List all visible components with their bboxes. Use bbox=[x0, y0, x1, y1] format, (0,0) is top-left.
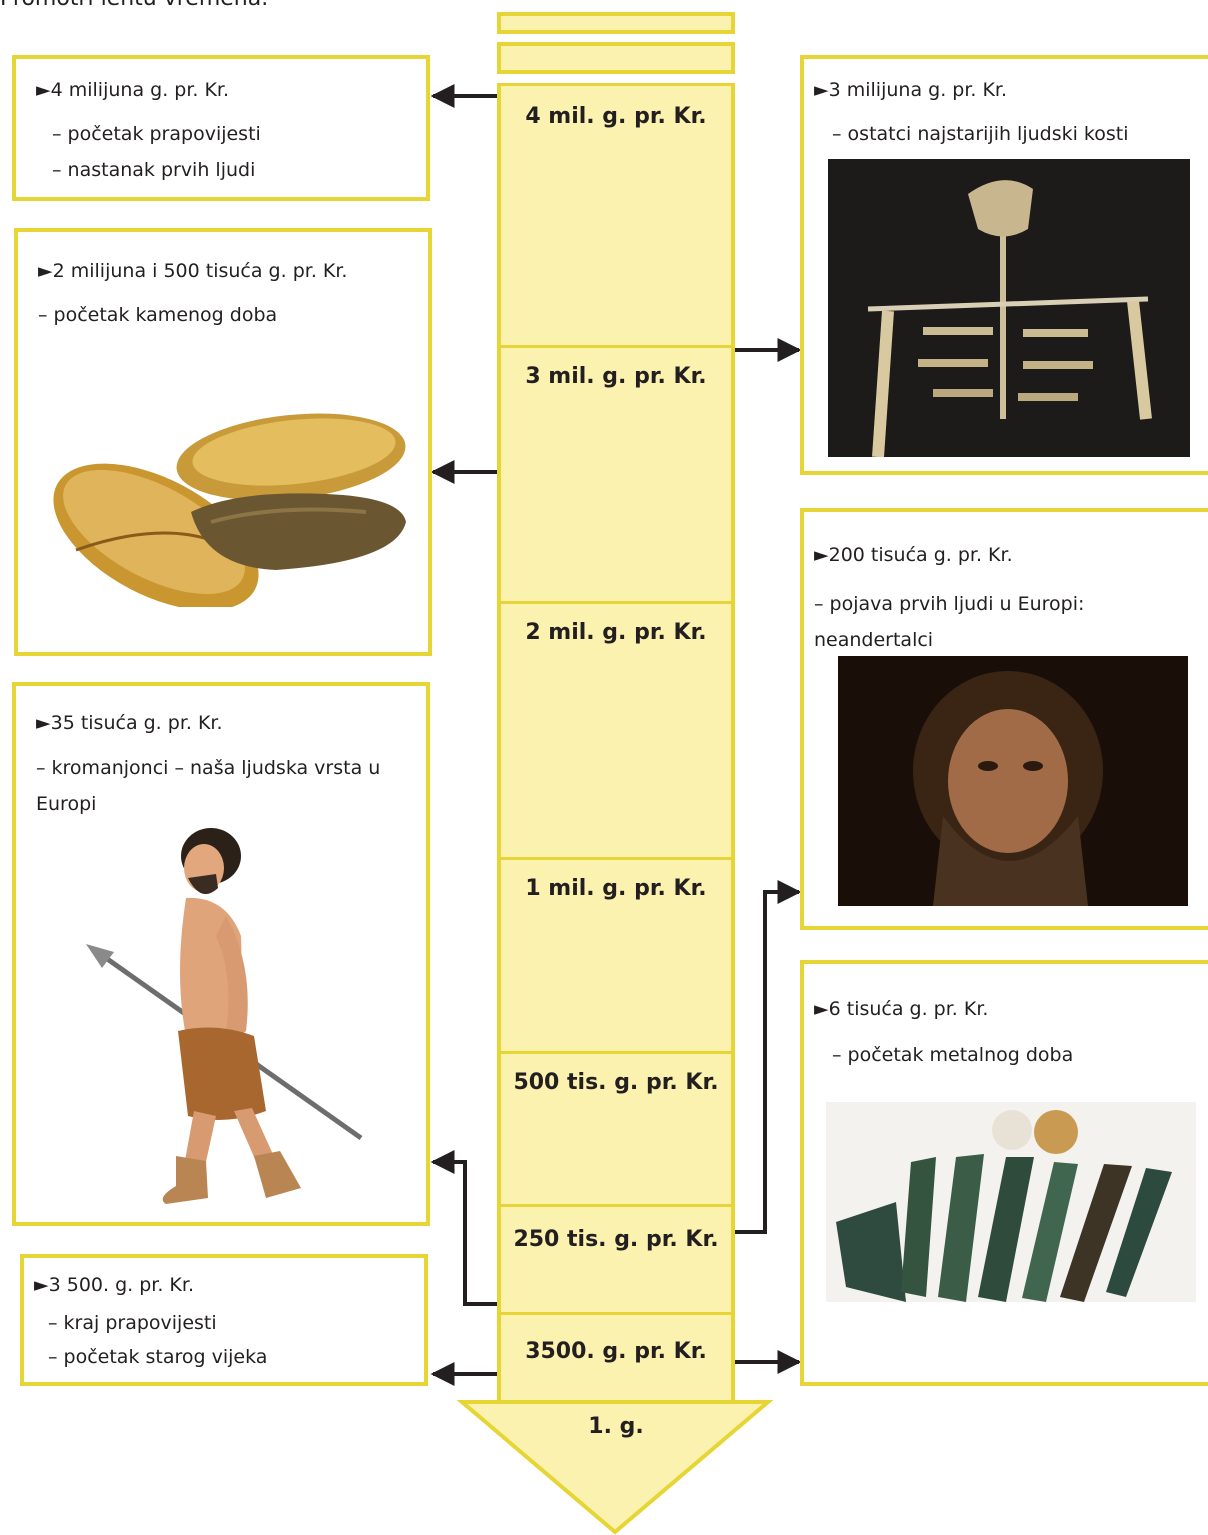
event-box-6tis: ►6 tisuća g. pr. Kr. – početak metalnog … bbox=[800, 960, 1208, 1386]
event-box-3mil: ►3 milijuna g. pr. Kr. – ostatci najstar… bbox=[800, 55, 1208, 475]
event-box-4mil: ►4 milijuna g. pr. Kr. – početak prapovi… bbox=[12, 55, 430, 201]
event-text: – pojava prvih ljudi u Europi: neanderta… bbox=[814, 586, 1186, 658]
event-line: – početak kamenog doba bbox=[38, 302, 277, 328]
bronze-axes-image bbox=[826, 1102, 1196, 1302]
event-box-3500: ►3 500. g. pr. Kr. – kraj prapovijesti –… bbox=[20, 1254, 428, 1386]
event-line: – početak starog vijeka bbox=[48, 1344, 267, 1370]
stone-tools-image bbox=[36, 372, 416, 607]
event-date: ►35 tisuća g. pr. Kr. bbox=[36, 710, 223, 736]
event-box-35tis: ►35 tisuća g. pr. Kr. – kromanjonci – na… bbox=[12, 682, 430, 1226]
event-date: ►6 tisuća g. pr. Kr. bbox=[814, 996, 988, 1022]
event-date: ►200 tisuća g. pr. Kr. bbox=[814, 542, 1013, 568]
event-line: – početak prapovijesti bbox=[52, 121, 261, 147]
timeline-end-label: 1. g. bbox=[497, 1414, 735, 1439]
event-date: ►3 milijuna g. pr. Kr. bbox=[814, 77, 1007, 103]
event-line: – ostatci najstarijih ljudski kosti bbox=[832, 121, 1129, 147]
cro-magnon-illustration bbox=[76, 826, 386, 1216]
event-date: ►4 milijuna g. pr. Kr. bbox=[36, 77, 229, 103]
event-line: – kraj prapovijesti bbox=[48, 1310, 217, 1336]
event-date: ►3 500. g. pr. Kr. bbox=[34, 1272, 194, 1298]
event-date: ►2 milijuna i 500 tisuća g. pr. Kr. bbox=[38, 258, 347, 284]
event-line: – početak metalnog doba bbox=[832, 1042, 1073, 1068]
event-line: – nastanak prvih ljudi bbox=[52, 157, 255, 183]
event-box-200tis: ►200 tisuća g. pr. Kr. – pojava prvih lj… bbox=[800, 508, 1208, 930]
event-text: – kromanjonci – naša ljudska vrsta u Eur… bbox=[36, 750, 386, 822]
neanderthal-image bbox=[838, 656, 1188, 906]
event-box-2-5mil: ►2 milijuna i 500 tisuća g. pr. Kr. – po… bbox=[14, 228, 432, 656]
skeleton-image bbox=[828, 159, 1190, 457]
